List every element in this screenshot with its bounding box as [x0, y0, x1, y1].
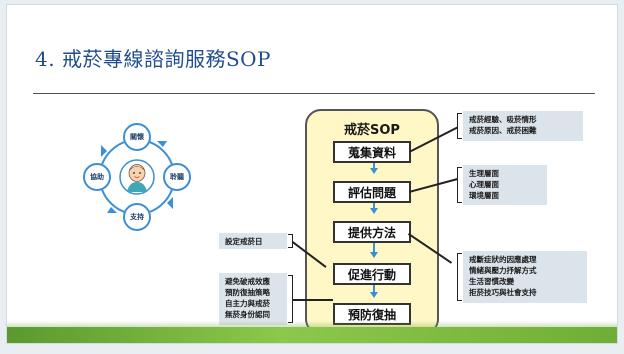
detail-method-line: 戒斷症狀的因應處理 — [469, 255, 537, 264]
step-connector — [373, 203, 375, 209]
bracket — [457, 167, 462, 203]
bracket — [288, 275, 293, 323]
detail-method-line: 生活習慣改變 — [469, 277, 514, 286]
detail-prevent: 避免破戒效應 預防復抽策略 自主力與戒菸 無菸身份認同 — [219, 273, 287, 325]
step-connector — [373, 163, 375, 169]
detail-prevent-line: 自主力與戒菸 — [225, 299, 270, 308]
step-promote-action: 促進行動 — [333, 263, 411, 285]
detail-method: 戒斷症狀的因應處理 情緒與壓力抒解方式 生活習慣改變 拒菸技巧與社會支持 — [463, 251, 587, 303]
detail-assess: 生理層面 心理層面 環境層面 — [463, 165, 547, 205]
connector-line — [293, 299, 333, 301]
detail-prevent-line: 預防復抽策略 — [225, 288, 270, 297]
detail-collect-line: 戒菸經驗、吸菸情形 — [469, 115, 537, 124]
detail-action: 設定戒菸日 — [219, 233, 287, 249]
cycle-arrows-icon — [101, 141, 173, 213]
title-divider — [33, 93, 595, 94]
step-connector — [373, 243, 375, 253]
detail-action-line: 設定戒菸日 — [225, 237, 263, 246]
cycle-node-assist: 協助 — [83, 163, 111, 191]
detail-method-line: 拒菸技巧與社會支持 — [469, 288, 537, 297]
detail-collect: 戒菸經驗、吸菸情形 戒菸原因、戒菸困難 — [463, 111, 583, 141]
cycle-node-listen: 聆聽 — [163, 163, 191, 191]
down-arrow-icon — [370, 208, 378, 214]
step-assess-problem: 評估問題 — [333, 181, 411, 203]
person-icon — [119, 159, 155, 195]
sop-title: 戒菸SOP — [344, 123, 400, 138]
sop-panel: 戒菸SOP 蒐集資料 評估問題 提供方法 促進行動 預防復抽 — [305, 109, 439, 335]
step-connector — [373, 285, 375, 293]
detail-prevent-line: 無菸身份認同 — [225, 310, 270, 319]
step-collect-data: 蒐集資料 — [333, 141, 411, 163]
down-arrow-icon — [370, 292, 378, 298]
step-prevent-relapse: 預防復抽 — [333, 303, 411, 325]
cycle-node-support: 支持 — [123, 203, 151, 231]
down-arrow-icon — [370, 168, 378, 174]
support-cycle: 關懷 聆聽 支持 協助 — [77, 117, 197, 237]
detail-assess-line: 心理層面 — [469, 180, 499, 189]
detail-method-line: 情緒與壓力抒解方式 — [469, 266, 537, 275]
detail-assess-line: 環境層面 — [469, 191, 499, 200]
detail-collect-line: 戒菸原因、戒菸困難 — [469, 126, 537, 135]
bottom-band — [7, 327, 617, 343]
bracket — [457, 113, 462, 139]
detail-assess-line: 生理層面 — [469, 169, 499, 178]
step-provide-method: 提供方法 — [333, 221, 411, 243]
bottom-band-shadow — [7, 321, 617, 327]
down-arrow-icon — [370, 252, 378, 258]
bracket — [457, 253, 462, 301]
detail-prevent-line: 避免破戒效應 — [225, 277, 270, 286]
cycle-node-care: 關懷 — [123, 123, 151, 151]
slide: 4. 戒菸專線諮詢服務SOP 關懷 聆聽 支持 協助 戒菸SOP — [6, 4, 618, 344]
slide-title: 4. 戒菸專線諮詢服務SOP — [35, 47, 271, 71]
